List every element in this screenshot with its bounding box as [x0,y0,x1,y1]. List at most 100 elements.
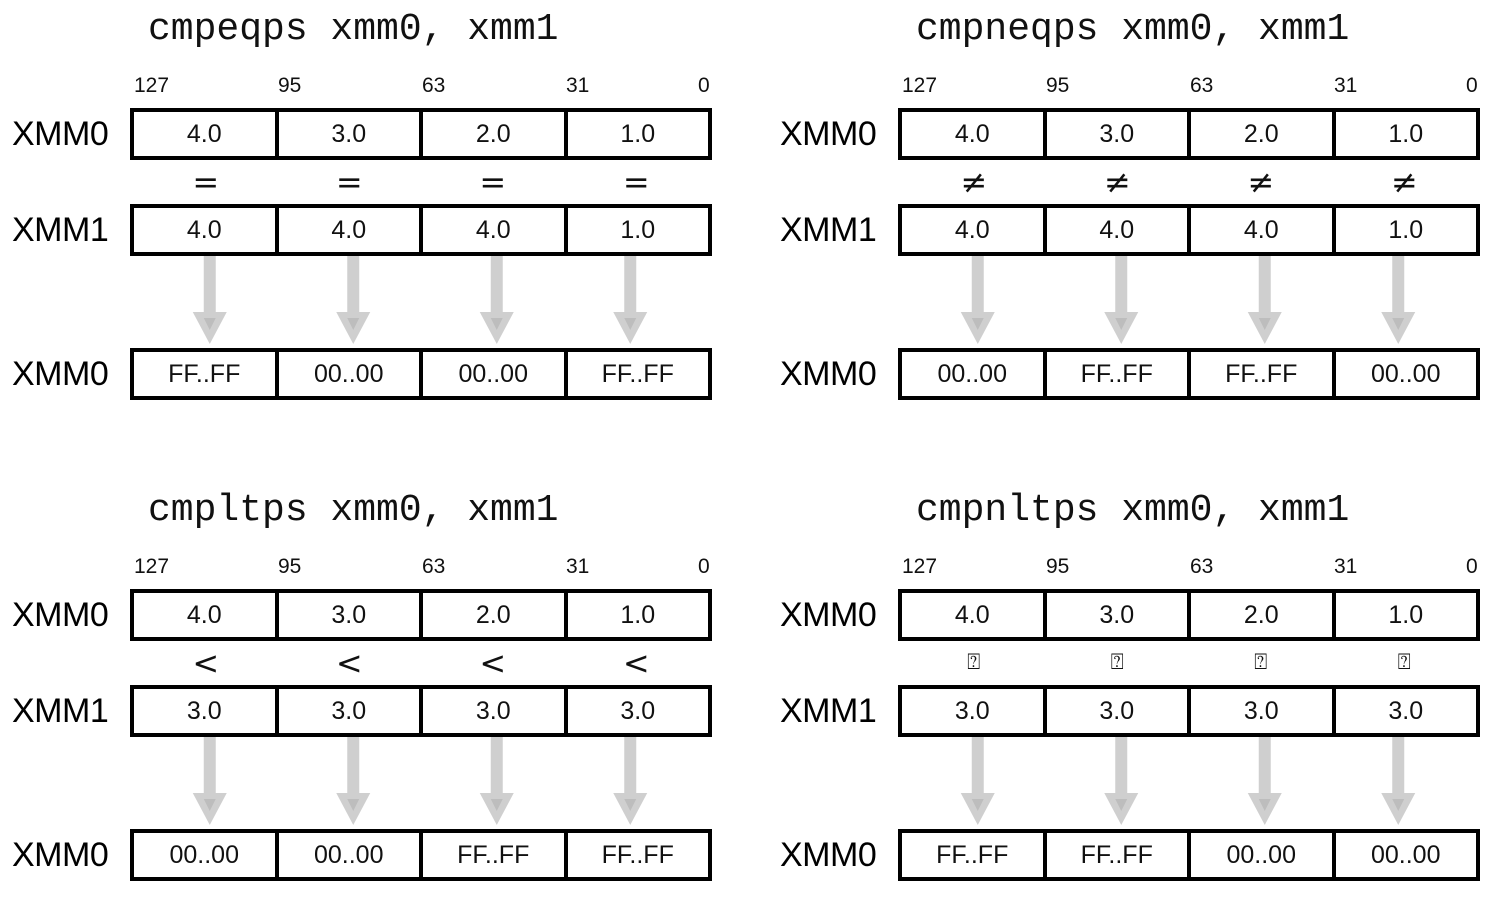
bit-index-label: 95 [1046,555,1070,578]
down-arrow [336,256,371,344]
bit-index-label: 127 [902,555,938,578]
register-lane: 1.0 [563,593,709,637]
bit-index-label: 95 [1046,74,1070,97]
bit-index-label: 31 [1334,74,1358,97]
bit-index-label: 31 [1334,555,1358,578]
register-lane: 3.0 [1331,689,1477,733]
bit-index-label: 0 [1466,74,1478,97]
register-lane: 00..00 [169,841,239,869]
bit-index-label: 63 [422,74,446,97]
instruction-title: cmpneqps xmm0, xmm1 [916,8,1350,51]
register-label: XMM0 [780,596,877,634]
register-lane: 1.0 [563,208,709,252]
register-lane: FF..FF [563,833,709,877]
register-label: XMM1 [780,692,877,730]
register-lane: 3.0 [1187,689,1332,733]
comparison-operator: ≠ [960,163,988,201]
down-arrow [479,737,514,825]
register-lane: 00..00 [1187,833,1332,877]
register-lane: 4.0 [1042,208,1188,252]
bit-index-label: 63 [1190,555,1214,578]
down-arrow [1381,737,1416,825]
register-lane: 00..00 [274,833,420,877]
register-label: XMM0 [12,115,109,153]
register-lane: 4.0 [274,208,420,252]
bit-index-label: 0 [1466,555,1478,578]
register-label: XMM1 [780,211,877,249]
down-arrow [613,737,648,825]
register-lane: FF..FF [563,352,709,396]
bit-index-label: 127 [134,74,170,97]
bit-index-label: 127 [134,555,170,578]
register-lane: 4.0 [1187,208,1332,252]
register-label: XMM0 [12,596,109,634]
register-label: XMM0 [780,836,877,874]
register-lane: FF..FF [936,841,1009,869]
register-label: XMM1 [12,211,109,249]
comparison-operator: ≠ [1390,163,1418,201]
register-label: XMM1 [12,692,109,730]
comparison-operator: ≠ [1247,163,1275,201]
down-arrow [192,737,227,825]
comparison-operator: ≠ [1103,163,1131,201]
bit-index-label: 95 [278,555,302,578]
register-lane: FF..FF [168,360,241,388]
bit-index-label: 127 [902,74,938,97]
register-lane: 2.0 [1187,112,1332,156]
comparison-operator: ⍰ [1110,650,1124,675]
register-lane: 3.0 [1042,689,1188,733]
register-lane: 00..00 [937,360,1007,388]
bit-index-label: 95 [278,74,302,97]
register-lane: 00..00 [274,352,420,396]
register-lane: 3.0 [274,689,420,733]
register-lane: FF..FF [419,833,564,877]
register-lane: 3.0 [954,697,990,725]
register-lane: 3.0 [419,689,564,733]
register-label: XMM0 [780,355,877,393]
down-arrow [1247,256,1282,344]
register-lane: 2.0 [419,112,564,156]
comparison-operator: ⍰ [1397,650,1411,675]
comparison-operator: ⍰ [1254,650,1268,675]
comparison-operator: < [192,644,220,682]
bit-index-label: 0 [698,555,710,578]
register-lane: 3.0 [186,697,222,725]
register-lane: FF..FF [1042,833,1188,877]
register-lane: 1.0 [1331,208,1477,252]
bit-index-label: 63 [422,555,446,578]
comparison-operator: = [622,163,650,201]
down-arrow [960,737,995,825]
register-label: XMM0 [780,115,877,153]
register-lane: 3.0 [1042,112,1188,156]
bit-index-label: 31 [566,555,590,578]
register-label: XMM0 [12,836,109,874]
down-arrow [1104,737,1139,825]
register-lane: 3.0 [274,593,420,637]
register-lane: 2.0 [1187,593,1332,637]
down-arrow [960,256,995,344]
register-lane: 4.0 [186,216,222,244]
comparison-operator: < [622,644,650,682]
register-lane: 4.0 [954,216,990,244]
register-lane: 00..00 [419,352,564,396]
bit-index-label: 31 [566,74,590,97]
down-arrow [613,256,648,344]
down-arrow [192,256,227,344]
register-lane: 3.0 [274,112,420,156]
instruction-title: cmpltps xmm0, xmm1 [148,489,559,532]
register-label: XMM0 [12,355,109,393]
instruction-title: cmpeqps xmm0, xmm1 [148,8,559,51]
register-lane: 2.0 [419,593,564,637]
